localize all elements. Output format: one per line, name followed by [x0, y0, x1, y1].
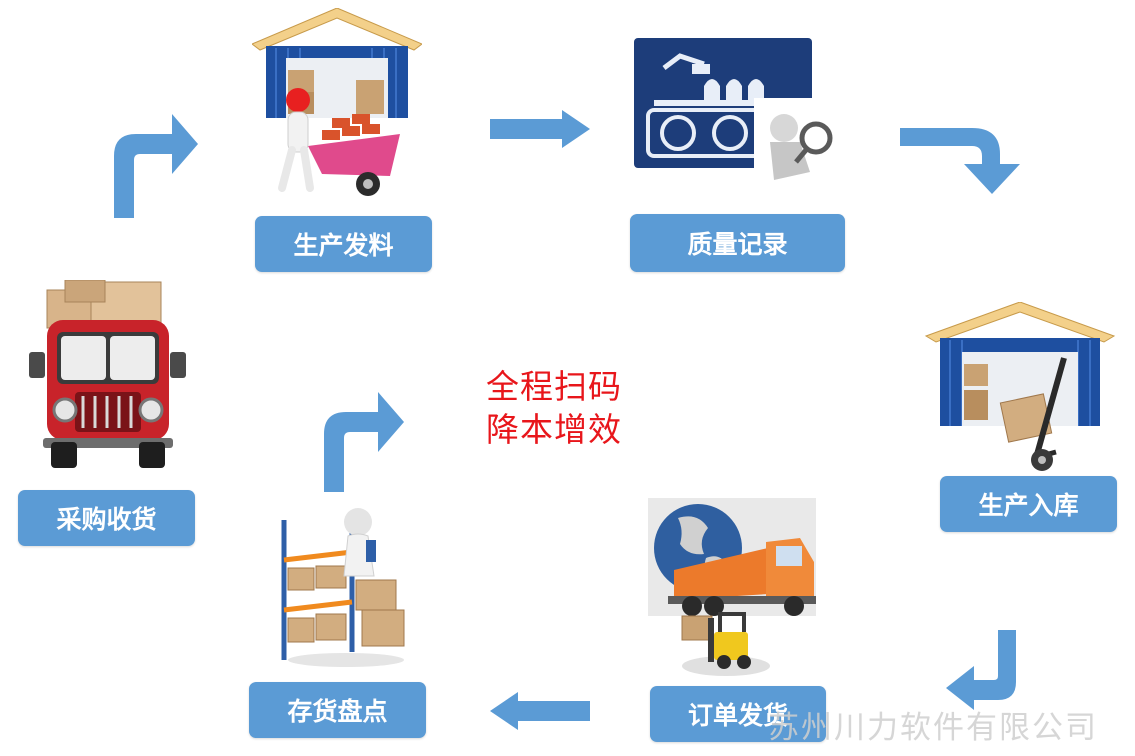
delivery-truck-icon [29, 280, 186, 468]
flow-arrow-left [490, 692, 590, 730]
step-production-issue: 生产发料 [255, 216, 432, 272]
step-inventory-count: 存货盘点 [249, 682, 426, 738]
step-purchase-receiving: 采购收货 [18, 490, 195, 546]
slogan-line-2: 降本增效 [486, 410, 622, 449]
pallet-rack-icon [281, 508, 405, 667]
flow-arrow-down-left [946, 630, 1016, 710]
flow-arrow-right-1 [490, 110, 590, 148]
step-production-warehousing: 生产入库 [940, 476, 1117, 532]
company-watermark: 苏州川力软件有限公司 [768, 710, 1098, 746]
step-order-shipping: 订单发货 [650, 686, 826, 742]
flow-arrow-down-right [900, 128, 1020, 194]
flow-arrow-up-right-2 [324, 392, 404, 492]
warehouse-handtruck-icon [924, 302, 1116, 471]
warehouse-wheelbarrow-icon [252, 8, 422, 196]
slogan-line-1: 全程扫码 [486, 367, 622, 406]
step-quality-record: 质量记录 [630, 214, 845, 272]
globe-truck-forklift-icon [648, 498, 816, 676]
flow-arrow-up-right-1 [114, 114, 198, 218]
inspection-machine-icon [634, 38, 846, 196]
